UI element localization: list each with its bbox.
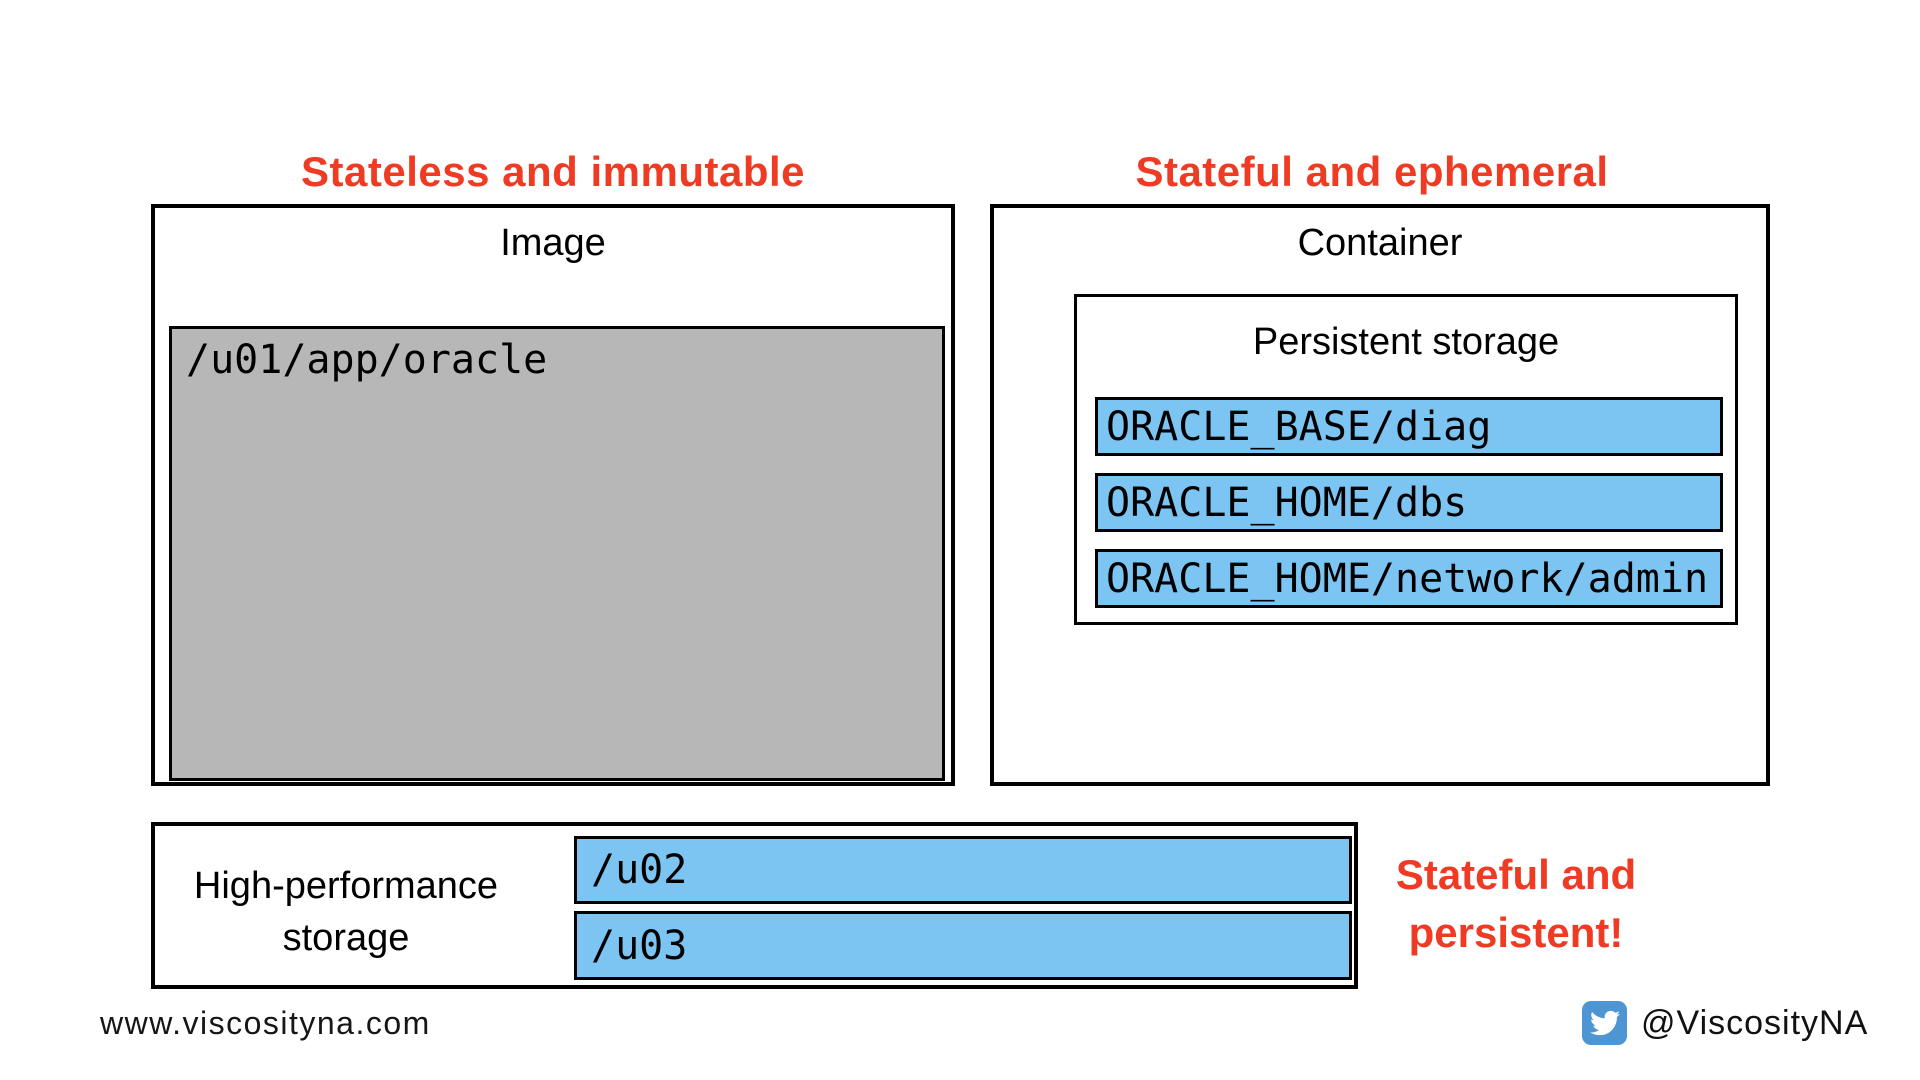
- image-volume-path: /u01/app/oracle: [186, 337, 548, 383]
- heading-stateful-ephemeral: Stateful and ephemeral: [1135, 148, 1609, 195]
- storage-label-line1: High-performance: [193, 865, 499, 907]
- stateful-persistent-annotation: Stateful and persistent!: [1380, 846, 1652, 962]
- high-performance-storage-panel: High-performance storage /u02 /u03: [151, 822, 1358, 989]
- annotation-line2: persistent!: [1408, 909, 1624, 956]
- volume-oracle-home-network-admin: ORACLE_HOME/network/admin: [1095, 549, 1723, 608]
- website-link[interactable]: www.viscosityna.com: [100, 1005, 431, 1041]
- volume-oracle-base-diag: ORACLE_BASE/diag: [1095, 397, 1723, 456]
- container-panel-title: Container: [1297, 222, 1463, 264]
- volume-u03: /u03: [574, 911, 1352, 980]
- twitter-handle[interactable]: @ViscosityNA: [1641, 1003, 1869, 1042]
- persistent-volume-list: ORACLE_BASE/diag ORACLE_HOME/dbs ORACLE_…: [1095, 397, 1723, 608]
- container-panel: Container Persistent storage ORACLE_BASE…: [990, 204, 1770, 786]
- image-panel: Image /u01/app/oracle: [151, 204, 955, 786]
- storage-label-line2: storage: [282, 917, 410, 959]
- volume-oracle-home-dbs: ORACLE_HOME/dbs: [1095, 473, 1723, 532]
- image-panel-title: Image: [500, 222, 606, 264]
- annotation-line1: Stateful and: [1395, 851, 1637, 898]
- high-performance-storage-label: High-performance storage: [155, 860, 537, 964]
- twitter-bird-icon[interactable]: [1582, 1001, 1627, 1045]
- image-volume-box: /u01/app/oracle: [169, 326, 945, 781]
- volume-u02: /u02: [574, 836, 1352, 904]
- persistent-storage-title: Persistent storage: [1252, 321, 1560, 363]
- twitter-block: @ViscosityNA: [1582, 1001, 1868, 1045]
- persistent-storage-box: Persistent storage ORACLE_BASE/diag ORAC…: [1074, 294, 1738, 625]
- heading-stateless-immutable: Stateless and immutable: [301, 148, 805, 195]
